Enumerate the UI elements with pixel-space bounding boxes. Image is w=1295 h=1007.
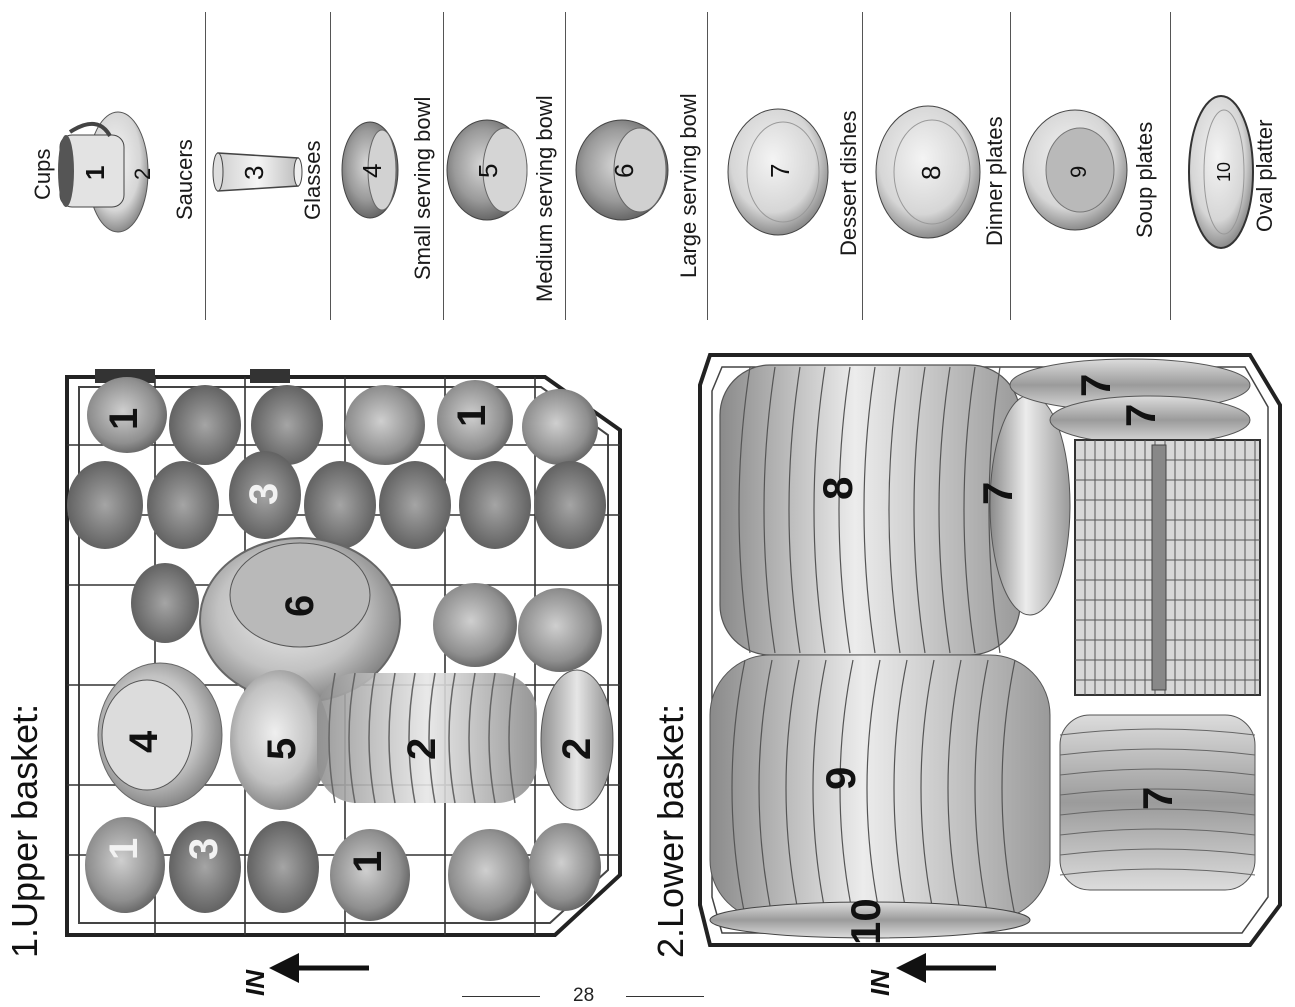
legend-icons: 1 3 4 5 6 7 8 9 10 2	[58, 95, 1254, 249]
lower-soup-plates	[709, 654, 1051, 921]
legend-separator	[565, 12, 566, 320]
soup-plate-icon	[1022, 109, 1128, 231]
legend-separator	[862, 12, 863, 320]
page-rule-right	[626, 996, 704, 997]
legend-label-oval: Oval platter	[1252, 119, 1277, 233]
legend-number: 8	[916, 166, 946, 180]
legend-number: 6	[609, 164, 639, 178]
upper-label-medium-bowl: 5	[260, 738, 304, 760]
legend-separator	[205, 12, 206, 320]
legend-number: 4	[357, 164, 387, 178]
lower-label-oval: 10	[842, 898, 889, 945]
legend-label-saucers: Saucers	[172, 139, 197, 220]
upper-label-saucer: 2	[555, 738, 599, 760]
lower-dinner-plates	[719, 364, 1021, 656]
upper-top-row	[87, 377, 598, 465]
upper-label-cup: 1	[346, 851, 390, 873]
lower-label-dessert: 7	[1117, 404, 1164, 427]
legend-number: 3	[239, 166, 269, 180]
legend-label-dessert: Dessert dishes	[836, 110, 861, 256]
dinner-plate-icon	[875, 105, 981, 239]
legend-label-soup: Soup plates	[1132, 121, 1157, 238]
dessert-dish-icon	[727, 108, 829, 236]
medium-bowl-icon	[446, 119, 528, 221]
upper-basket-diagram: 1 1 3 6 4 5 2 2 1 3 1	[65, 369, 622, 937]
upper-label-small-bowl: 4	[122, 730, 166, 753]
lower-basket-title: 2.Lower basket:	[650, 703, 691, 958]
legend-number: 2	[130, 168, 155, 180]
lower-label-dessert: 7	[1072, 374, 1119, 397]
legend-separator	[443, 12, 444, 320]
lower-label-dessert: 7	[1134, 787, 1181, 810]
upper-label-saucer: 2	[400, 738, 444, 760]
upper-bottom-row	[85, 817, 601, 921]
upper-label-cup: 1	[102, 408, 146, 430]
page-rule-left	[462, 996, 540, 997]
legend-number: 7	[765, 164, 795, 178]
cutlery-basket	[1074, 439, 1261, 696]
glass-icon	[212, 152, 303, 192]
lower-label-dinner: 8	[814, 477, 861, 500]
upper-label-glass: 3	[182, 838, 226, 860]
upper-arrow-icon	[269, 953, 369, 983]
large-bowl-icon	[575, 119, 669, 221]
legend-number: 10	[1214, 162, 1234, 182]
upper-label-glass: 3	[242, 483, 286, 505]
legend-number: 1	[80, 166, 110, 180]
legend-label-medium-bowl: Medium serving bowl	[532, 95, 557, 302]
page-number: 28	[573, 985, 595, 1006]
cup-saucer-icon	[58, 111, 149, 233]
legend-separator	[1170, 12, 1171, 320]
upper-label-large-bowl: 6	[278, 595, 322, 617]
legend-separator	[707, 12, 708, 320]
legend-number: 9	[1066, 166, 1091, 178]
legend-label-large-bowl: Large serving bowl	[676, 93, 701, 278]
upper-basket-title: 1.Upper basket:	[4, 703, 45, 958]
lower-label-soup: 9	[817, 767, 864, 790]
legend-label-dinner: Dinner plates	[982, 116, 1007, 246]
legend-separator	[330, 12, 331, 320]
small-bowl-icon	[341, 121, 399, 219]
lower-basket-diagram: 8 7 7 7 9 7 10	[698, 353, 1282, 947]
lower-label-dessert: 7	[974, 482, 1021, 505]
lower-dessert-stack	[1059, 714, 1256, 891]
lower-arrow-icon	[896, 953, 996, 983]
upper-label-cup: 1	[450, 405, 494, 427]
legend-number: 5	[473, 164, 503, 178]
upper-saucer-stack	[317, 672, 537, 804]
upper-glass-row	[67, 451, 606, 549]
legend-label-glasses: Glasses	[300, 140, 325, 220]
legend-label-cups: Cups	[30, 148, 55, 200]
oval-platter-icon	[1188, 95, 1254, 249]
legend-separator	[1010, 12, 1011, 320]
upper-label-cup: 1	[102, 838, 146, 860]
legend-label-small-bowl: Small serving bowl	[410, 96, 435, 280]
